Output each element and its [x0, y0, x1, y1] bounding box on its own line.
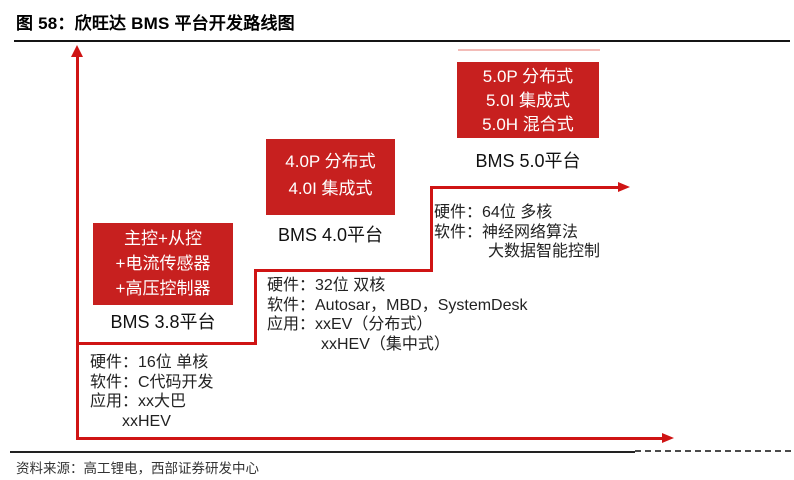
- feature-line: 主控+从控: [124, 229, 202, 248]
- detail-line: 应用：xx大巴: [90, 393, 187, 410]
- bms-5-0-platform-label: BMS 5.0平台: [475, 151, 581, 171]
- step2-vertical-line: [430, 186, 433, 272]
- x-axis-line: [76, 437, 664, 440]
- feature-line: +电流传感器: [115, 254, 211, 273]
- x-axis-arrow-icon: [662, 433, 674, 443]
- step1-horizontal-line: [76, 342, 257, 345]
- step1-vertical-line: [254, 269, 257, 345]
- detail-line: xxHEV（集中式）: [321, 335, 450, 353]
- footer-divider-solid: [10, 451, 635, 453]
- detail-line: 应用：xxEV（分布式）: [267, 316, 433, 333]
- feature-line: 5.0H 混合式: [482, 115, 574, 134]
- decorative-pink-line: [458, 49, 600, 51]
- bms-4-0-platform-label: BMS 4.0平台: [277, 225, 384, 245]
- bms-5-0-feature-box: 5.0P 分布式 5.0I 集成式 5.0H 混合式: [457, 62, 599, 138]
- detail-line: 大数据智能控制: [488, 243, 601, 260]
- detail-line: 硬件：16位 单核: [90, 354, 209, 371]
- detail-line: 软件：Autosar，MBD，SystemDesk: [267, 296, 528, 314]
- bms-4-0-feature-box: 4.0P 分布式 4.0I 集成式: [266, 139, 395, 215]
- step3-horizontal-line: [430, 186, 620, 189]
- bms-3-8-detail-list: 硬件：16位 单核 软件：C代码开发 应用：xx大巴 xxHEV: [90, 353, 214, 431]
- bms-3-8-platform-label: BMS 3.8平台: [110, 312, 216, 332]
- source-note: 资料来源：高工锂电，西部证券研发中心: [16, 461, 259, 476]
- bms-3-8-feature-box: 主控+从控 +电流传感器 +高压控制器: [93, 223, 233, 305]
- step2-horizontal-line: [254, 269, 433, 272]
- roadmap-arrow-icon: [618, 182, 630, 192]
- bms-5-0-detail-list: 硬件：64位 多核 软件：神经网络算法 大数据智能控制: [434, 203, 600, 262]
- feature-line: 4.0P 分布式: [285, 152, 376, 171]
- detail-line: 软件：神经网络算法: [434, 223, 579, 241]
- detail-line: xxHEV: [122, 412, 171, 430]
- feature-line: 5.0I 集成式: [485, 91, 571, 110]
- feature-line: +高压控制器: [115, 279, 211, 298]
- title-divider-line: [14, 40, 790, 42]
- y-axis-arrow-icon: [71, 45, 83, 57]
- figure-title: 图 58：欣旺达 BMS 平台开发路线图: [16, 14, 295, 33]
- detail-line: 软件：C代码开发: [90, 373, 214, 391]
- detail-line: 硬件：32位 双核: [267, 277, 386, 294]
- footer-divider-dashed: [635, 450, 791, 452]
- feature-line: 4.0I 集成式: [288, 179, 373, 198]
- detail-line: 硬件：64位 多核: [434, 204, 553, 221]
- bms-4-0-detail-list: 硬件：32位 双核 软件：Autosar，MBD，SystemDesk 应用：x…: [267, 276, 528, 354]
- y-axis-line: [76, 56, 79, 440]
- feature-line: 5.0P 分布式: [482, 67, 574, 86]
